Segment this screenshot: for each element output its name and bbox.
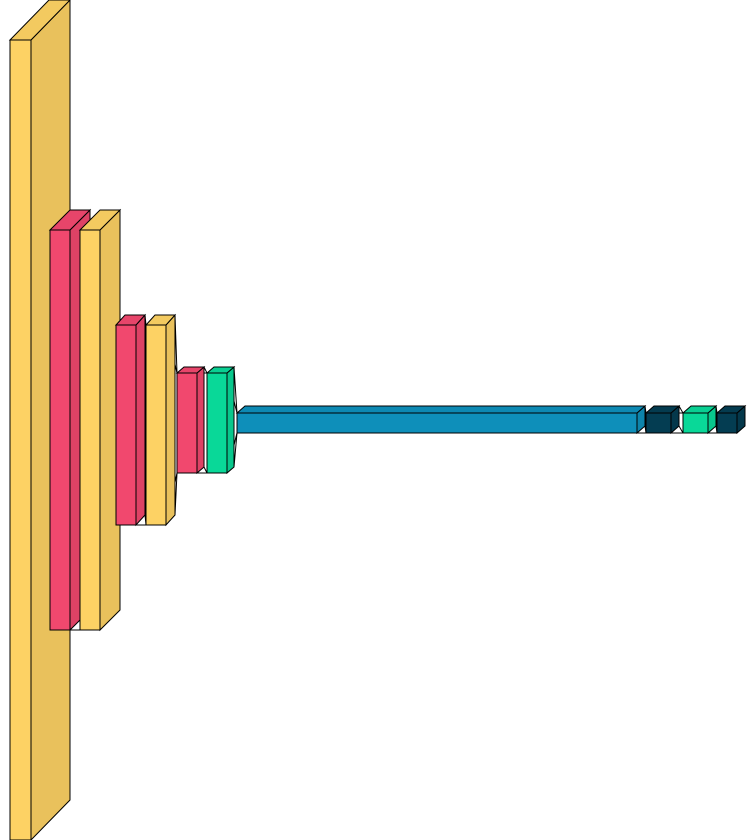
layer-9-dense-block <box>644 404 681 435</box>
layer-1-front-face <box>9 39 32 840</box>
layer-2-front-face <box>49 229 71 631</box>
layer-5-front-face <box>145 324 167 526</box>
layer-10-norm-block <box>681 404 718 435</box>
layer-8-flatten-block <box>235 404 647 435</box>
layer-blocks <box>8 0 747 840</box>
layer-10-front-face <box>682 412 709 434</box>
connection-line-9-2 <box>678 425 684 434</box>
layer-8-top-face <box>235 405 647 414</box>
connection-line-9-1 <box>678 405 684 414</box>
layer-11-front-face <box>716 412 738 434</box>
layer-7-front-face <box>206 372 228 474</box>
layer-5-side-face <box>165 313 176 527</box>
layer-5-conv-block <box>144 313 177 527</box>
layer-9-front-face <box>645 412 672 434</box>
layer-6-side-face <box>196 365 205 475</box>
layer-7-side-face <box>226 365 235 475</box>
layer-6-pool-block <box>175 365 206 475</box>
layer-6-front-face <box>176 372 198 474</box>
layer-3-conv-block <box>78 208 122 632</box>
layer-4-front-face <box>115 324 137 526</box>
layer-4-side-face <box>135 313 146 527</box>
layer-4-pool-block <box>114 313 147 527</box>
layer-7-norm-block <box>205 365 236 475</box>
layer-11-dense-block <box>715 404 747 435</box>
layer-3-front-face <box>79 229 101 631</box>
layer-8-front-face <box>236 412 638 434</box>
